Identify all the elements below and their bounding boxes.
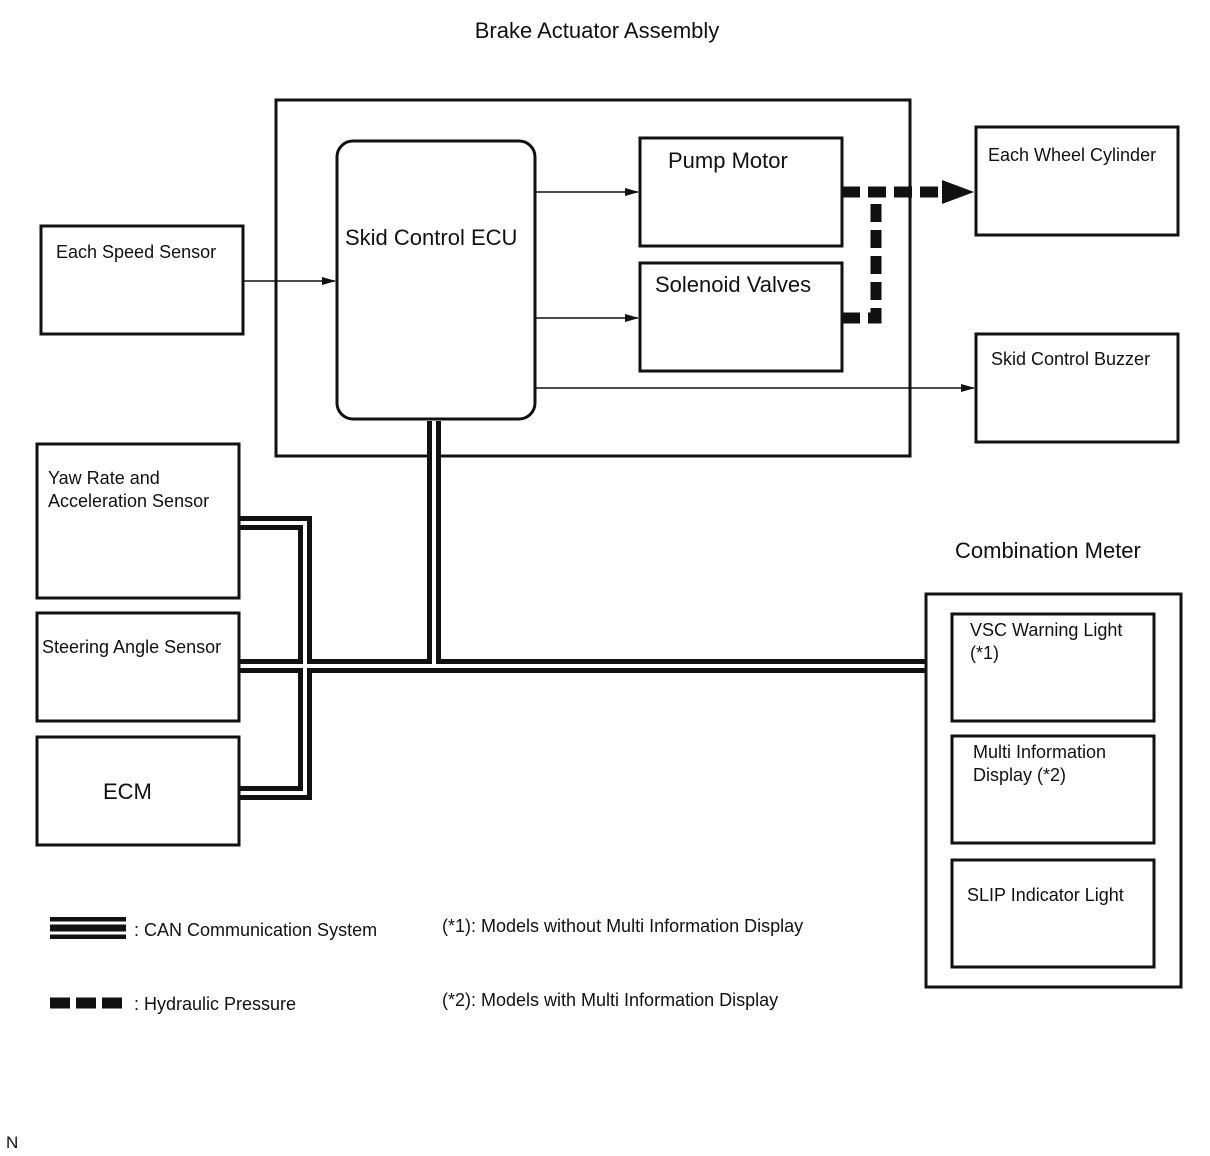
vsc-warning-light-box: [950, 612, 1156, 723]
hydraulic-solenoid-line: [842, 192, 882, 324]
legend-can-symbol: [50, 917, 126, 939]
yaw-rate-sensor-label: Yaw Rate and Acceleration Sensor: [48, 468, 209, 511]
hydraulic-arrowhead: [942, 180, 974, 204]
each-speed-sensor-label: Each Speed Sensor: [56, 242, 216, 262]
skid-control-ecu-box: [335, 139, 537, 421]
vsc-warning-light-label: VSC Warning Light (*1): [970, 620, 1127, 663]
diagram-title: Brake Actuator Assembly: [475, 18, 720, 43]
each-wheel-cylinder-box: [974, 125, 1180, 237]
combination-meter-title: Combination Meter: [955, 538, 1141, 563]
skid-control-buzzer-box: [974, 332, 1180, 444]
each-wheel-cylinder-label: Each Wheel Cylinder: [988, 145, 1156, 165]
ecm-label: ECM: [103, 779, 152, 804]
yaw-rate-label-line1: Yaw Rate and: [48, 468, 160, 488]
vsc-label-line1: VSC Warning Light: [970, 620, 1122, 640]
multi-information-display-label: Multi Information Display (*2): [973, 742, 1111, 785]
mid-label-line1: Multi Information: [973, 742, 1106, 762]
slip-indicator-light-box: [950, 858, 1156, 969]
steering-angle-sensor-box: [35, 611, 241, 723]
legend-can-label: : CAN Communication System: [134, 920, 377, 940]
yaw-rate-sensor-box: [35, 442, 241, 600]
solenoid-valves-label: Solenoid Valves: [655, 272, 811, 297]
multi-information-display-box: [950, 734, 1156, 845]
note-2: (*2): Models with Multi Information Disp…: [442, 990, 778, 1010]
pump-motor-label: Pump Motor: [668, 148, 788, 173]
note-1: (*1): Models without Multi Information D…: [442, 916, 803, 936]
mid-label-line2: Display (*2): [973, 765, 1066, 785]
solenoid-valves-box: [638, 261, 844, 373]
pump-motor-box: [638, 136, 844, 248]
steering-angle-sensor-label: Steering Angle Sensor: [42, 637, 221, 657]
ecm-box: [35, 735, 241, 847]
legend-hydraulic-label: : Hydraulic Pressure: [134, 994, 296, 1014]
can-bus-lines: [240, 421, 925, 800]
skid-control-buzzer-label: Skid Control Buzzer: [991, 349, 1150, 369]
each-speed-sensor-box: [39, 224, 245, 336]
slip-indicator-light-label: SLIP Indicator Light: [967, 885, 1124, 905]
vsc-label-line2: (*1): [970, 643, 999, 663]
yaw-rate-label-line2: Acceleration Sensor: [48, 491, 209, 511]
corner-mark: N: [6, 1133, 18, 1152]
skid-control-ecu-label: Skid Control ECU: [345, 225, 517, 250]
